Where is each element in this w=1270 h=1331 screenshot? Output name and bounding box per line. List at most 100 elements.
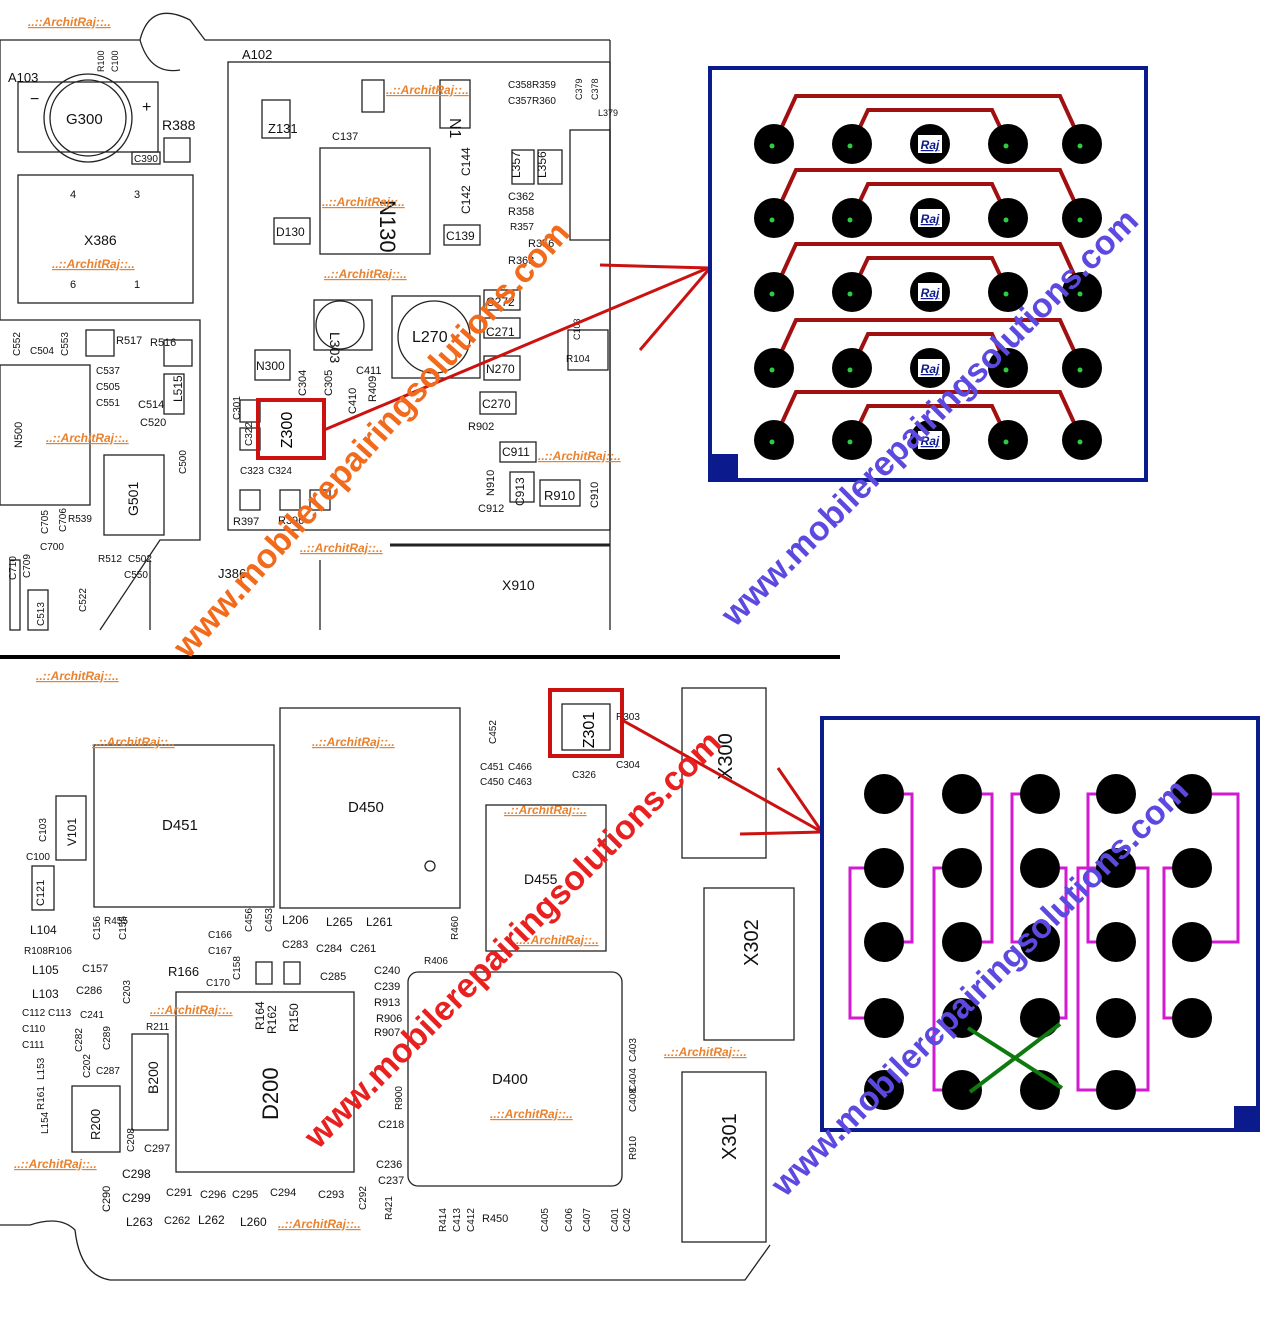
label-r359: R359 xyxy=(532,80,556,91)
label-c357: C357 xyxy=(508,96,532,107)
archit-watermark: ..::ArchitRaj::.. xyxy=(46,431,129,445)
bottom-balls xyxy=(864,774,1212,1110)
ball-dot xyxy=(1003,367,1009,373)
ball-dot xyxy=(1077,439,1083,445)
raj-label: Raj xyxy=(921,286,940,300)
label-r104: R104 xyxy=(566,354,590,365)
site-watermark-orange: www.mobilerepairingsolutions.com xyxy=(165,214,577,666)
label-c709: C709 xyxy=(22,554,33,578)
archit-watermark: ..::ArchitRaj::.. xyxy=(386,83,469,97)
pin1-marker xyxy=(712,454,738,478)
label-b-c158: C158 xyxy=(232,956,243,980)
label-b-c103: C103 xyxy=(38,818,49,842)
label-a103: A103 xyxy=(8,70,38,85)
label-b-r211: R211 xyxy=(146,1022,170,1033)
bga-ball-bottom xyxy=(864,922,904,962)
label-b-x302: X302 xyxy=(741,919,763,966)
label-b-c286: C286 xyxy=(76,985,102,997)
x386-pin-3: 3 xyxy=(134,189,140,201)
archit-watermark: ..::ArchitRaj::.. xyxy=(664,1045,747,1059)
ball-dot xyxy=(1003,439,1009,445)
ball-dot xyxy=(847,439,853,445)
bga-ball xyxy=(832,198,872,238)
bottom-trace xyxy=(904,792,914,944)
label-b-r164: R164 xyxy=(253,1001,267,1030)
ball-dot xyxy=(1077,367,1083,373)
archit-watermark: ..::ArchitRaj::.. xyxy=(52,257,135,271)
label-b-c298: C298 xyxy=(122,1167,151,1181)
label-b-l263: L263 xyxy=(126,1215,153,1229)
archit-watermark: ..::ArchitRaj::.. xyxy=(538,449,621,463)
label-c324: C324 xyxy=(268,466,292,477)
label-r517: R517 xyxy=(116,335,142,347)
bga-ball xyxy=(988,272,1028,312)
label-b-r162: R162 xyxy=(265,1005,279,1034)
label-b-c296: C296 xyxy=(200,1189,226,1201)
bga-ball xyxy=(988,420,1028,460)
bga-ball-bottom xyxy=(1172,848,1212,888)
label-c537: C537 xyxy=(96,366,120,377)
label-b-r150: R150 xyxy=(287,1003,301,1032)
label-l379: L379 xyxy=(598,108,618,118)
label-b-c403: C403 xyxy=(628,1038,639,1062)
label-b-r200: R200 xyxy=(88,1109,103,1140)
label-b-r460: R460 xyxy=(450,916,461,940)
label-b-c218: C218 xyxy=(378,1119,404,1131)
label-x386: X386 xyxy=(84,232,117,248)
archit-watermark: ..::ArchitRaj::.. xyxy=(490,1107,573,1121)
label-r363: R363 xyxy=(508,255,534,267)
label-c522: C522 xyxy=(78,588,89,612)
label-b-l105: L105 xyxy=(32,963,59,977)
label-c552: C552 xyxy=(12,332,23,356)
label-b-l153: L153 xyxy=(36,1057,47,1080)
label-c322: C322 xyxy=(244,422,255,446)
label-n1: N1 xyxy=(446,118,463,139)
label-b-c241: C241 xyxy=(80,1010,104,1021)
label-b-c405: C405 xyxy=(540,1208,551,1232)
archit-watermark: ..::ArchitRaj::.. xyxy=(504,803,587,817)
bga-ball xyxy=(1062,124,1102,164)
g300-minus-sign: − xyxy=(30,91,39,108)
label-b-c456: C456 xyxy=(244,908,255,932)
label-b-r406: R406 xyxy=(424,956,448,967)
bga-ball-bottom xyxy=(864,1070,904,1110)
label-b-b200: B200 xyxy=(145,1061,161,1094)
bottom-pcb-labels: D451D450D455D400D200B200R200V101C103C100… xyxy=(22,712,763,1232)
bga-ball-bottom xyxy=(1172,774,1212,814)
label-n500: N500 xyxy=(13,422,25,448)
label-b-c170: C170 xyxy=(206,978,230,989)
label-c379: C379 xyxy=(574,78,584,100)
bga-ball-bottom xyxy=(1020,774,1060,814)
bga-ball xyxy=(754,198,794,238)
label-r360: R360 xyxy=(532,96,556,107)
label-c911: C911 xyxy=(502,445,530,459)
label-b-c262: C262 xyxy=(164,1215,190,1227)
label-b-c406: C406 xyxy=(564,1208,575,1232)
label-b-c466: C466 xyxy=(508,762,532,773)
label-l270: L270 xyxy=(412,329,448,346)
label-b-c297: C297 xyxy=(144,1143,170,1155)
label-b-l206: L206 xyxy=(282,913,309,927)
label-b-c451: C451 xyxy=(480,762,504,773)
bga-ball-bottom xyxy=(1096,848,1136,888)
label-c304: C304 xyxy=(297,370,309,396)
label-c411: C411 xyxy=(356,365,381,377)
archit-watermark: ..::ArchitRaj::.. xyxy=(516,933,599,947)
bga-ball xyxy=(832,420,872,460)
label-g300: G300 xyxy=(66,111,103,128)
label-b-d400: D400 xyxy=(492,1071,528,1088)
label-b-l261: L261 xyxy=(366,915,393,929)
bga-ball-bottom xyxy=(942,848,982,888)
label-b-c208: C208 xyxy=(126,1128,137,1152)
label-r902: R902 xyxy=(468,421,494,433)
bga-ball-bottom xyxy=(1020,998,1060,1038)
label-b-c155: C155 xyxy=(118,916,129,940)
ball-dot xyxy=(847,291,853,297)
bottom-bga-diagram xyxy=(820,716,1260,1132)
label-c505: C505 xyxy=(96,382,120,393)
label-b-c295: C295 xyxy=(232,1189,258,1201)
label-c103: C103 xyxy=(572,318,582,340)
bga-ball-bottom xyxy=(864,774,904,814)
raj-label-bg xyxy=(918,209,942,227)
label-b-c239: C239 xyxy=(374,981,400,993)
